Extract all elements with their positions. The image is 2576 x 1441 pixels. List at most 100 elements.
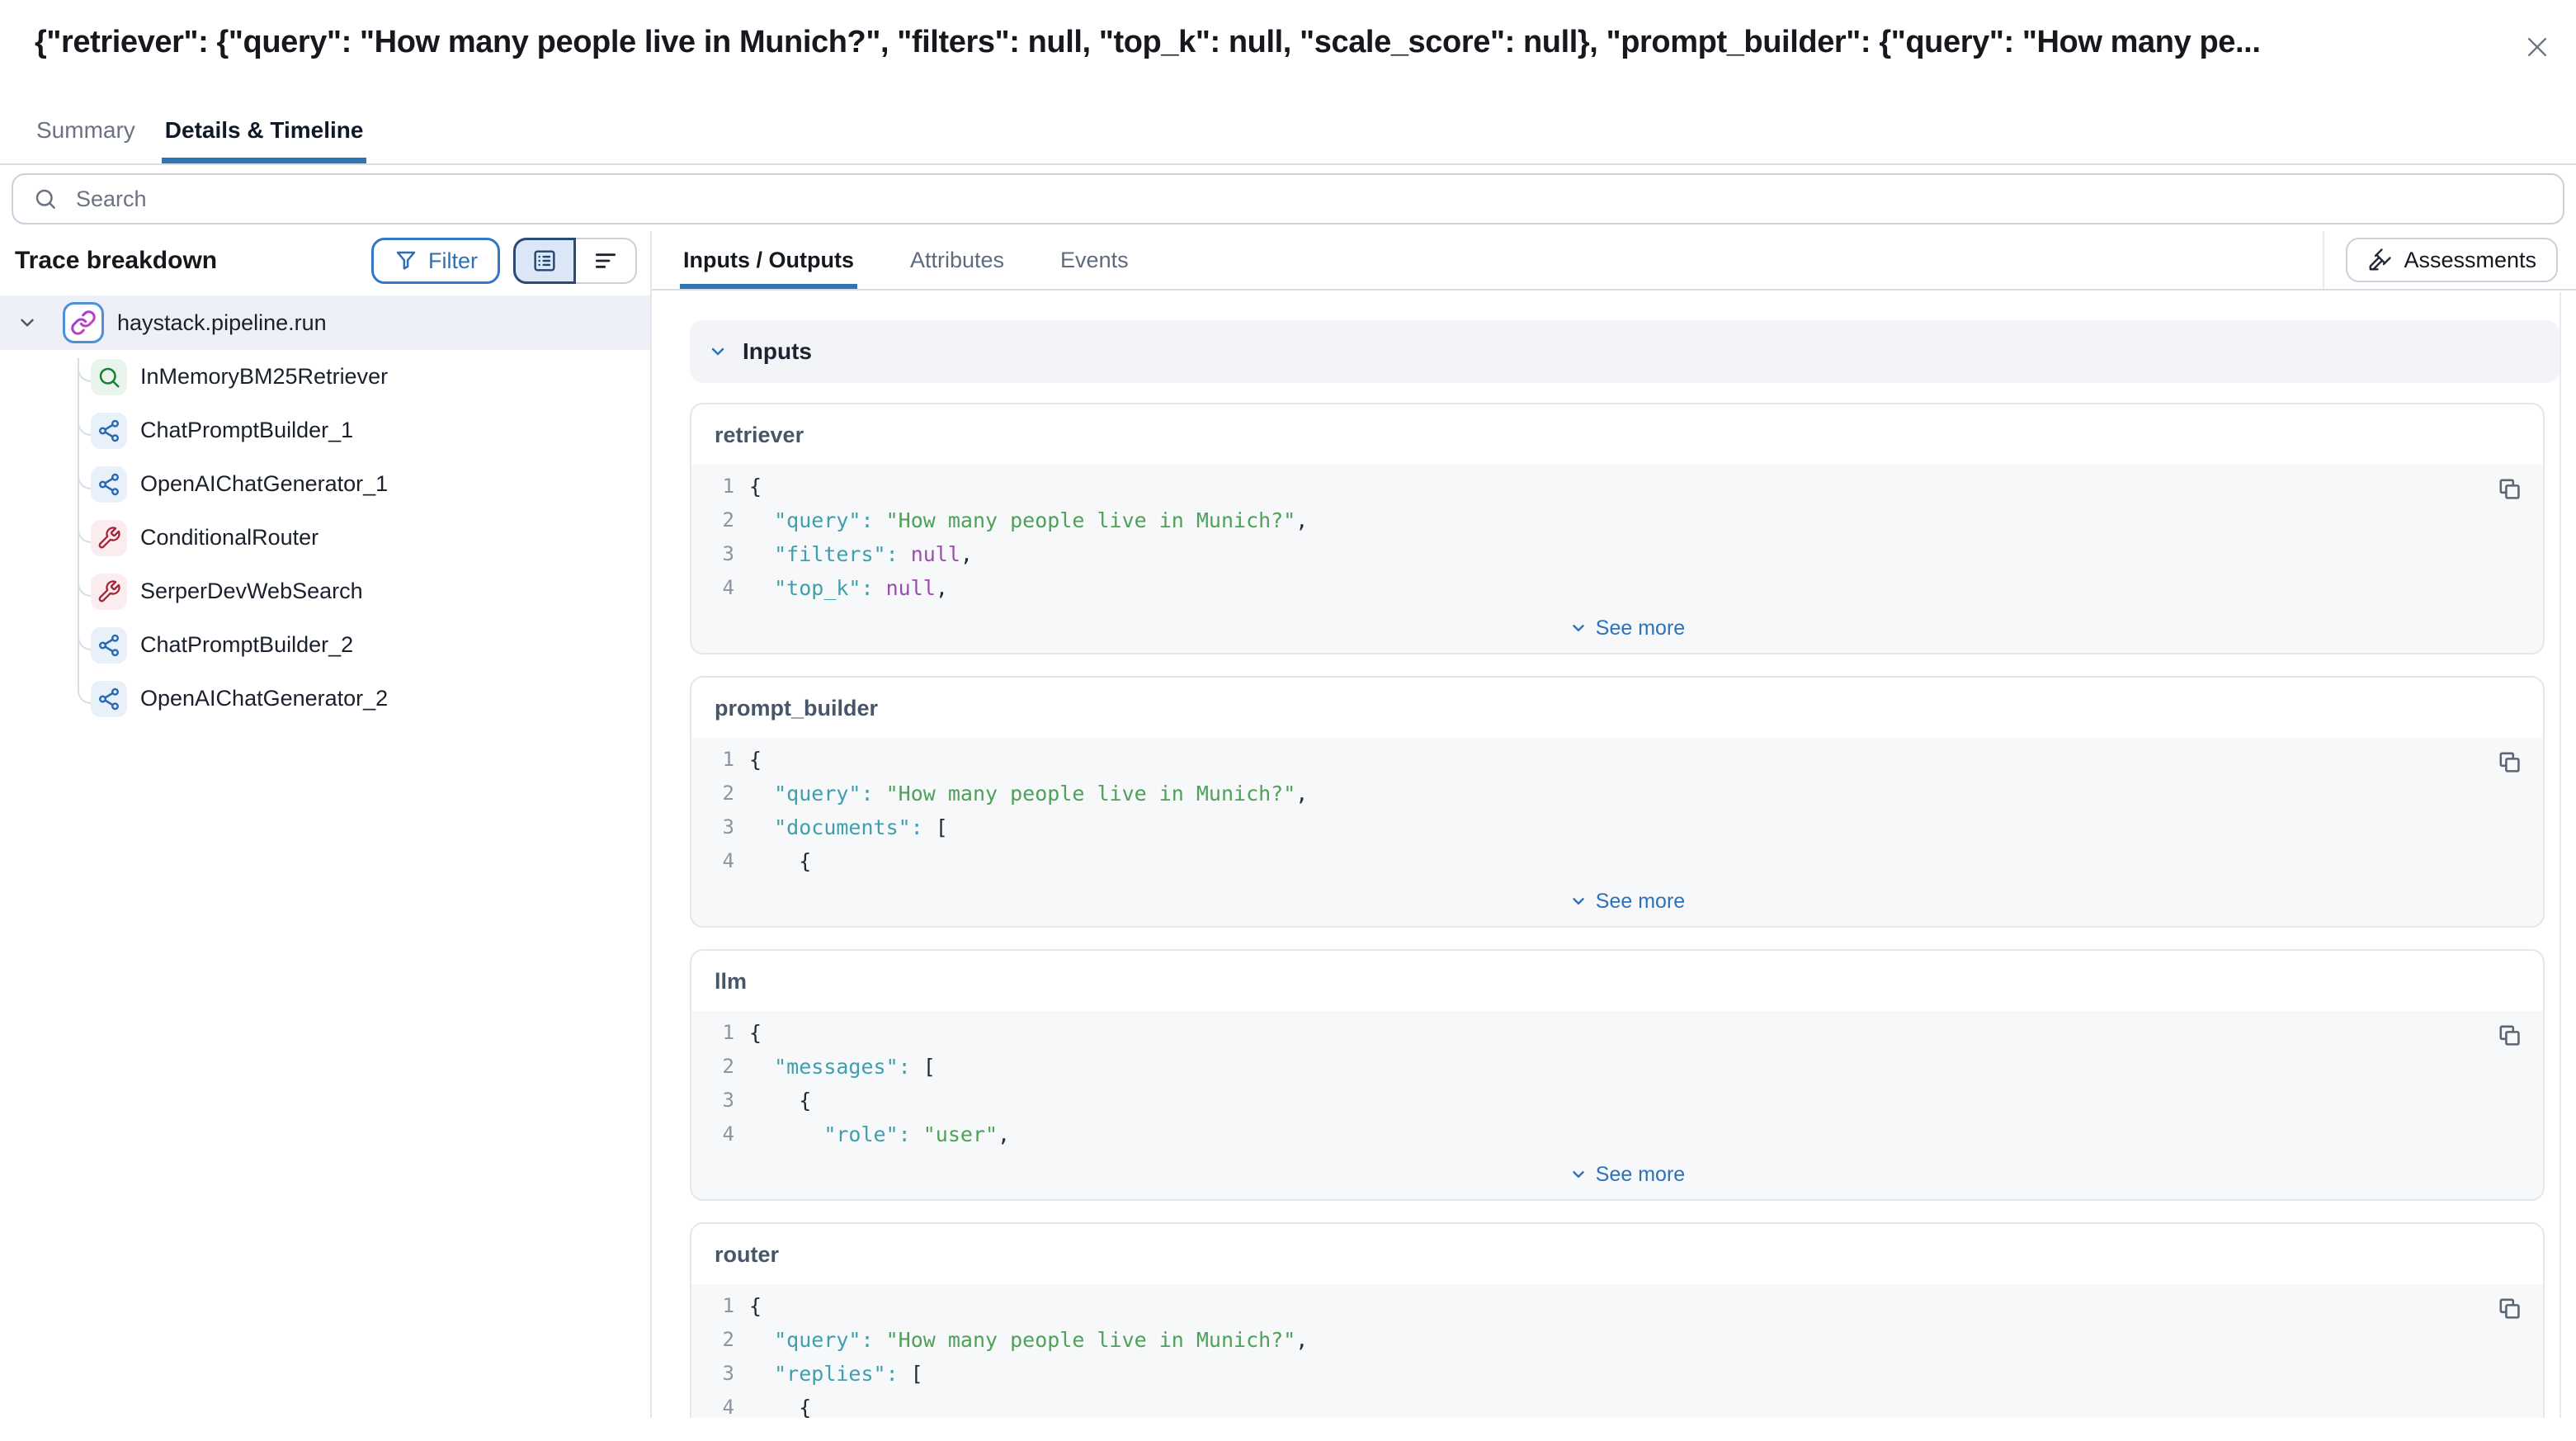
line-number: 2 (722, 1055, 734, 1078)
trace-tree: haystack.pipeline.run InMemoryBM25Retrie… (0, 295, 650, 725)
network-icon (91, 465, 127, 503)
list-details-icon (531, 248, 558, 274)
tab-events[interactable]: Events (1060, 247, 1129, 272)
filter-icon (394, 248, 418, 273)
network-icon (91, 626, 127, 664)
tree-item-label: ChatPromptBuilder_2 (140, 632, 354, 657)
line-number: 1 (722, 1294, 734, 1317)
assessments-label: Assessments (2404, 247, 2536, 272)
code-line: 3 "documents": [ (711, 810, 2543, 844)
json-code-block: 1{2 "query": "How many people live in Mu… (691, 1284, 2543, 1418)
tree-item-openaichatgenerator_2[interactable]: OpenAIChatGenerator_2 (0, 672, 650, 725)
tree-item-label: InMemoryBM25Retriever (140, 364, 389, 389)
tab-inputs-outputs[interactable]: Inputs / Outputs (680, 231, 858, 289)
modal-header: {"retriever": {"query": "How many people… (0, 0, 2576, 92)
tab-attributes[interactable]: Attributes (909, 247, 1005, 272)
tab-summary[interactable]: Summary (36, 117, 135, 143)
io-card-prompt_builder: prompt_builder 1{2 "query": "How many peo… (690, 676, 2545, 928)
line-number: 4 (722, 576, 734, 599)
list-view-toggle[interactable] (513, 238, 576, 284)
io-card-title: llm (715, 969, 748, 994)
line-number: 4 (722, 1122, 734, 1146)
network-icon (91, 412, 127, 449)
trace-breakdown-panel: Trace breakdown Filter (0, 231, 652, 1418)
assessments-button[interactable]: Assessments (2346, 238, 2558, 282)
link-icon (63, 302, 104, 343)
see-more-link[interactable]: See more (711, 608, 2543, 648)
copy-icon[interactable] (2497, 749, 2522, 774)
modal-tabbar: Summary Details & Timeline (0, 92, 2576, 165)
tree-item-chatpromptbuilder_1[interactable]: ChatPromptBuilder_1 (0, 404, 650, 457)
close-icon[interactable] (2520, 30, 2555, 64)
code-line: 4 "role": "user", (711, 1117, 2543, 1151)
search-box[interactable] (12, 173, 2564, 224)
detail-panel: Inputs / Outputs Attributes Events Asses… (652, 231, 2576, 1418)
io-card-retriever: retriever 1{2 "query": "How many people l… (690, 403, 2545, 654)
io-card-title: retriever (715, 423, 804, 447)
code-line: 2 "query": "How many people live in Muni… (711, 777, 2543, 810)
code-line: 4 "top_k": null, (711, 571, 2543, 605)
line-number: 3 (722, 1089, 734, 1112)
copy-icon[interactable] (2497, 1023, 2522, 1047)
filter-button[interactable]: Filter (371, 238, 500, 284)
tree-item-label: OpenAIChatGenerator_2 (140, 686, 389, 711)
tree-item-root[interactable]: haystack.pipeline.run (0, 295, 650, 350)
chevron-down-icon (708, 342, 728, 361)
tree-item-label: haystack.pipeline.run (117, 309, 327, 335)
line-number: 1 (722, 1021, 734, 1044)
tree-item-inmemorybm25retriever[interactable]: InMemoryBM25Retriever (0, 350, 650, 404)
main-split: Trace breakdown Filter (0, 231, 2576, 1418)
io-card-title: router (715, 1242, 780, 1267)
trace-breakdown-heading: Trace breakdown (15, 247, 218, 274)
code-line: 2 "query": "How many people live in Muni… (711, 503, 2543, 537)
json-code-block: 1{2 "query": "How many people live in Mu… (691, 465, 2543, 653)
line-number: 3 (722, 1362, 734, 1385)
line-number: 1 (722, 748, 734, 771)
trace-breakdown-header: Trace breakdown Filter (0, 231, 650, 291)
line-number: 2 (722, 508, 734, 532)
code-line: 3 "replies": [ (711, 1357, 2543, 1391)
line-number: 4 (722, 1396, 734, 1418)
tree-item-openaichatgenerator_1[interactable]: OpenAIChatGenerator_1 (0, 457, 650, 511)
wrench-icon (91, 573, 127, 610)
tree-item-serperdevwebsearch[interactable]: SerperDevWebSearch (0, 565, 650, 618)
json-code-block: 1{2 "query": "How many people live in Mu… (691, 738, 2543, 926)
copy-icon[interactable] (2497, 1296, 2522, 1321)
code-line: 2 "messages": [ (711, 1050, 2543, 1084)
line-number: 4 (722, 849, 734, 872)
detail-tabbar: Inputs / Outputs Attributes Events Asses… (652, 231, 2576, 291)
chevron-down-icon (1569, 619, 1588, 637)
inputs-section-header[interactable]: Inputs (690, 320, 2559, 383)
tree-item-conditionalrouter[interactable]: ConditionalRouter (0, 511, 650, 565)
tree-item-label: SerperDevWebSearch (140, 579, 363, 603)
code-line: 3 "filters": null, (711, 537, 2543, 571)
view-toggle-group (513, 238, 637, 284)
chevron-down-icon (1569, 1165, 1588, 1184)
io-card-title: prompt_builder (715, 696, 879, 720)
line-number: 1 (722, 475, 734, 498)
tab-details-timeline[interactable]: Details & Timeline (161, 117, 368, 163)
chevron-down-icon[interactable] (17, 312, 38, 333)
code-line: 1{ (711, 1016, 2543, 1050)
see-more-link[interactable]: See more (711, 1155, 2543, 1194)
search-row (0, 165, 2576, 231)
gavel-icon (2367, 248, 2392, 272)
code-line: 1{ (711, 470, 2543, 503)
search-icon (91, 358, 127, 395)
code-line: 1{ (711, 1289, 2543, 1323)
line-number: 2 (722, 782, 734, 805)
tree-item-chatpromptbuilder_2[interactable]: ChatPromptBuilder_2 (0, 618, 650, 672)
search-input[interactable] (73, 184, 2543, 214)
code-line: 4 { (711, 844, 2543, 878)
tree-item-label: OpenAIChatGenerator_1 (140, 471, 389, 496)
copy-icon[interactable] (2497, 476, 2522, 501)
see-more-link[interactable]: See more (711, 881, 2543, 921)
timeline-view-toggle[interactable] (576, 239, 635, 282)
line-number: 2 (722, 1328, 734, 1351)
inputs-section-title: Inputs (743, 338, 812, 364)
